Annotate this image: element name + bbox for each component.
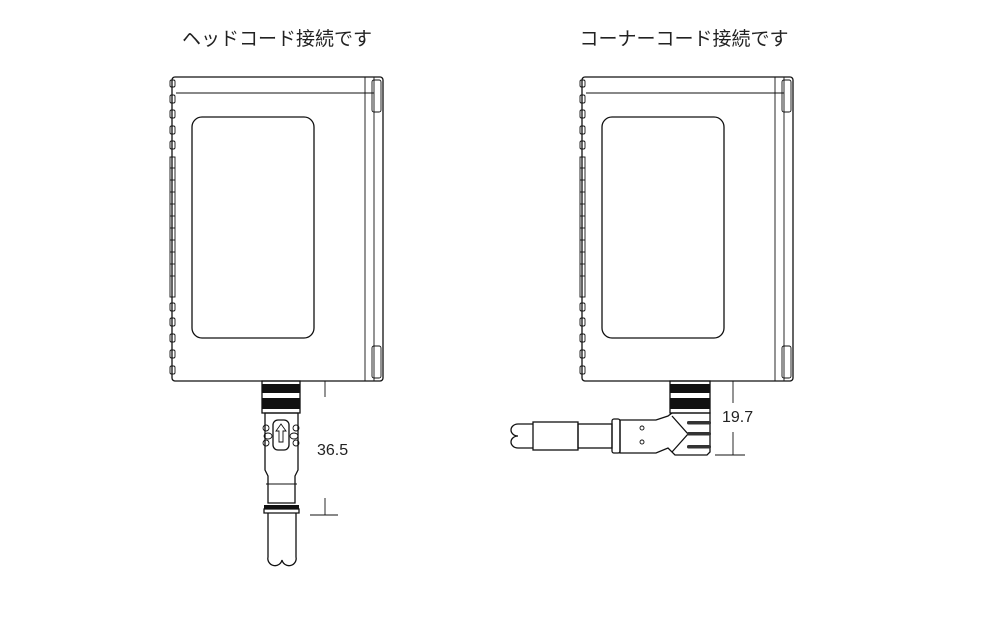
dimension-label-straight: 36.5 [317, 442, 349, 459]
dimension-line-corner [715, 380, 745, 456]
corner-connector [510, 380, 711, 456]
sensor-body-right [579, 76, 794, 382]
title-head-cord: ヘッドコード接続です [181, 28, 373, 50]
straight-connector [261, 380, 301, 567]
dimension-label-corner: 19.7 [722, 409, 754, 426]
sensor-body-left [169, 76, 384, 382]
title-corner-cord: コーナーコード接続です [579, 28, 789, 50]
dimension-line-straight [310, 380, 338, 516]
